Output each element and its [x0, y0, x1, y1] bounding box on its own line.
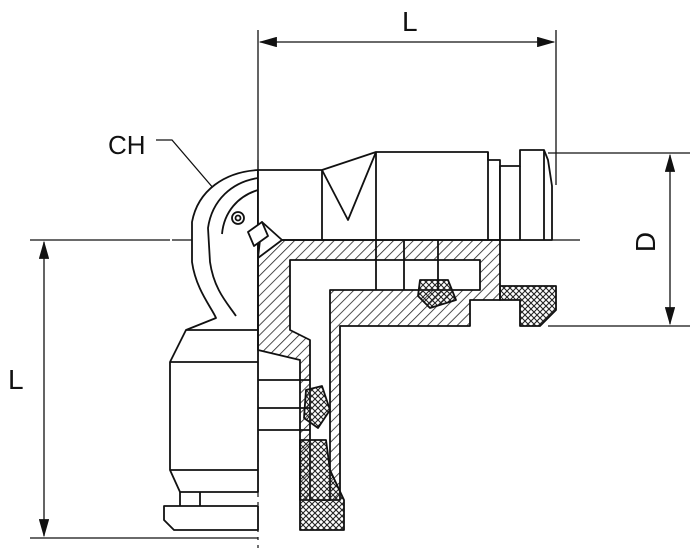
fitting-body-exterior: [163, 169, 259, 531]
fitting-cross-section: [247, 221, 557, 531]
fitting-arm-exterior: [257, 149, 553, 241]
length-label-left: L: [8, 364, 24, 395]
hex-label: CH: [108, 130, 146, 160]
length-label-top: L: [402, 6, 418, 37]
diameter-label: D: [630, 231, 662, 253]
